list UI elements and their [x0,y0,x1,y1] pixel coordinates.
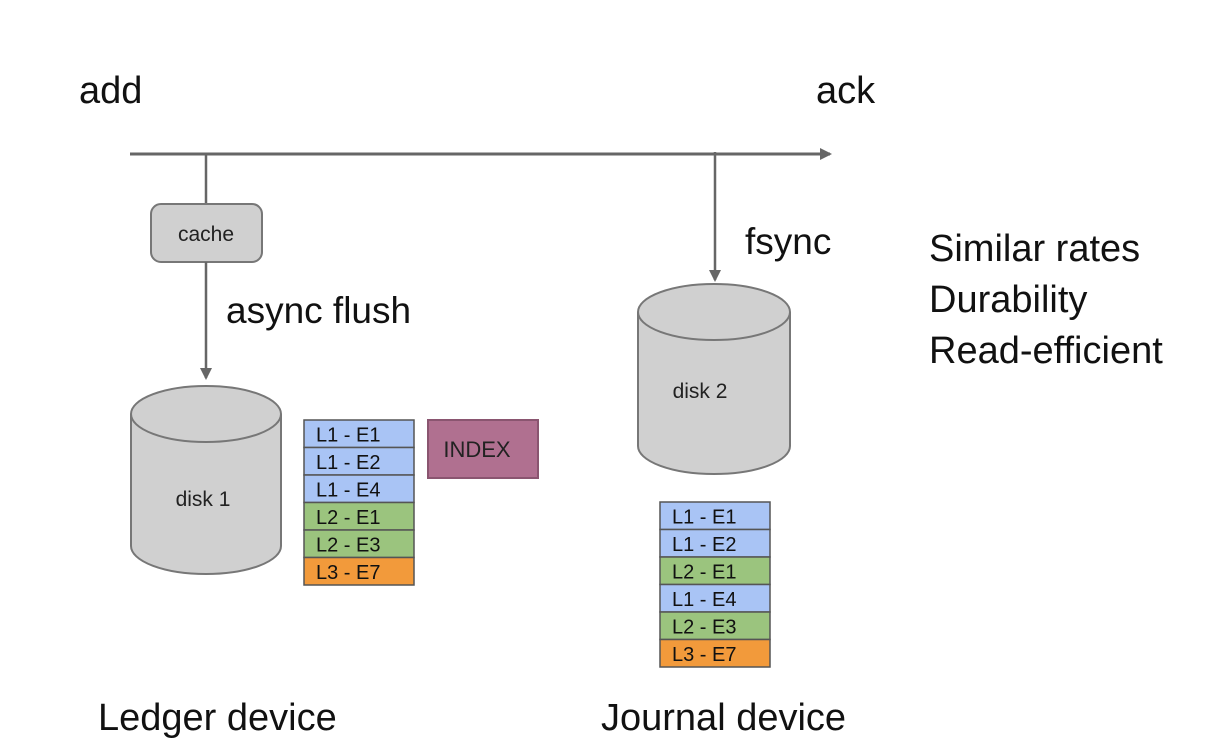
async-flush-label: async flush [226,290,412,331]
add-label: add [79,70,143,112]
ledger-entry-box [303,529,415,559]
disk2-cylinder [637,283,791,475]
journal-entry-label: L1 - E4 [672,589,736,611]
ledger-entry-box [303,556,415,586]
fsync-label: fsync [745,221,832,262]
journal-entry-label: L1 - E2 [672,534,736,556]
property-similar-rates: Similar rates [929,228,1141,270]
cache-label: cache [178,223,234,246]
ledger-entry-stack: L1 - E1 L1 - E2 L1 - E4 L2 - E1 L2 - E3 L3 - … [303,419,415,586]
journal-entry-label: L2 - E3 [672,617,736,639]
ack-label: ack [816,70,876,112]
property-read-efficient: Read-efficient [929,330,1163,372]
ledger-entry-label: L1 - E1 [316,425,380,447]
journal-entry-box [659,583,771,613]
ledger-device-label: Ledger device [98,697,337,739]
properties-list: Similar rates Durability Read-efficient [929,224,1163,377]
ledger-entry-box [303,419,415,449]
journal-entry-label: L3 - E7 [672,644,736,666]
disk1-cylinder [130,385,282,575]
journal-entry-box [659,638,771,668]
journal-entry-label: L1 - E1 [672,507,736,529]
ledger-entry-box [303,446,415,476]
journal-entry-stack: L1 - E1 L1 - E2 L2 - E1 L1 - E4 L2 - E3 L3 - … [659,501,771,668]
journal-entry-box [659,556,771,586]
index-box [427,419,539,479]
ledger-entry-label: L2 - E1 [316,507,380,529]
ledger-entry-label: L2 - E3 [316,535,380,557]
journal-entry-box [659,501,771,531]
ledger-entry-label: L1 - E4 [316,480,380,502]
property-durability: Durability [929,279,1088,321]
journal-entry-label: L2 - E1 [672,562,736,584]
disk2-label: disk 2 [673,380,728,403]
ledger-entry-box [303,501,415,531]
journal-entry-box [659,611,771,641]
disk1-label: disk 1 [176,488,231,511]
index-label: INDEX [443,437,511,462]
ledger-entry-label: L1 - E2 [316,452,380,474]
ledger-entry-label: L3 - E7 [316,562,380,584]
journal-device-label: Journal device [601,697,847,739]
